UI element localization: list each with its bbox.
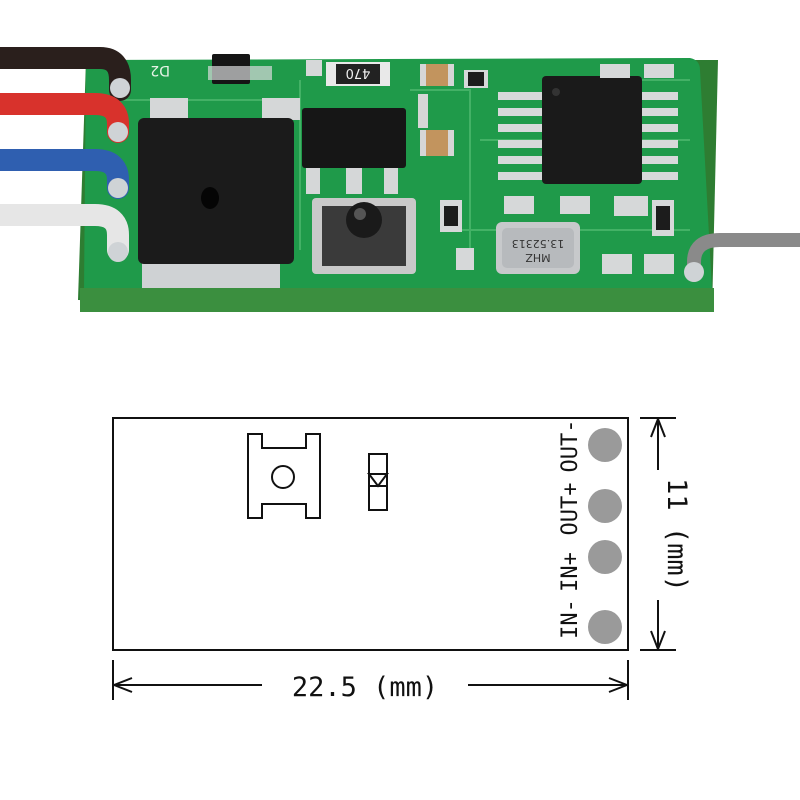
pin-label-in-plus: IN+ — [558, 552, 583, 592]
crystal-unit: MHZ — [525, 251, 551, 264]
tactile-button — [312, 198, 416, 274]
crystal-oscillator: 13.52313 MHZ — [496, 222, 580, 274]
dimension-diagram — [112, 417, 676, 700]
crystal-freq: 13.52313 — [512, 237, 565, 250]
pin-label-out-plus: OUT+ — [558, 483, 583, 536]
led-triangle — [367, 473, 389, 488]
module-photo: 470 D2 13.52313 MHZ — [0, 47, 800, 312]
button-hole — [271, 465, 295, 489]
pad-out-minus — [588, 428, 622, 462]
pad-in-minus — [588, 610, 622, 644]
silkscreen-label: D2 — [150, 62, 170, 78]
regulator — [302, 108, 406, 194]
height-dimension — [640, 417, 676, 651]
led-footprint — [368, 453, 388, 511]
solder-pads — [588, 428, 622, 644]
module-outline — [112, 417, 629, 651]
pin-label-out-minus: OUT- — [558, 420, 583, 473]
width-label: 22.5 (mm) — [292, 672, 438, 703]
decoder-ic — [498, 76, 678, 184]
antenna-wire — [687, 233, 800, 279]
mosfet-package — [138, 98, 300, 288]
capacitors — [418, 64, 454, 156]
resistor: 470 — [326, 62, 390, 86]
width-dimension — [112, 660, 629, 700]
resistor-marking: 470 — [346, 65, 371, 80]
height-label: 11 (mm) — [661, 478, 692, 592]
pad-in-plus — [588, 540, 622, 574]
pin-label-in-minus: IN- — [558, 599, 583, 639]
button-footprint — [247, 433, 321, 519]
pad-out-plus — [588, 489, 622, 523]
pcb-side — [80, 288, 714, 312]
